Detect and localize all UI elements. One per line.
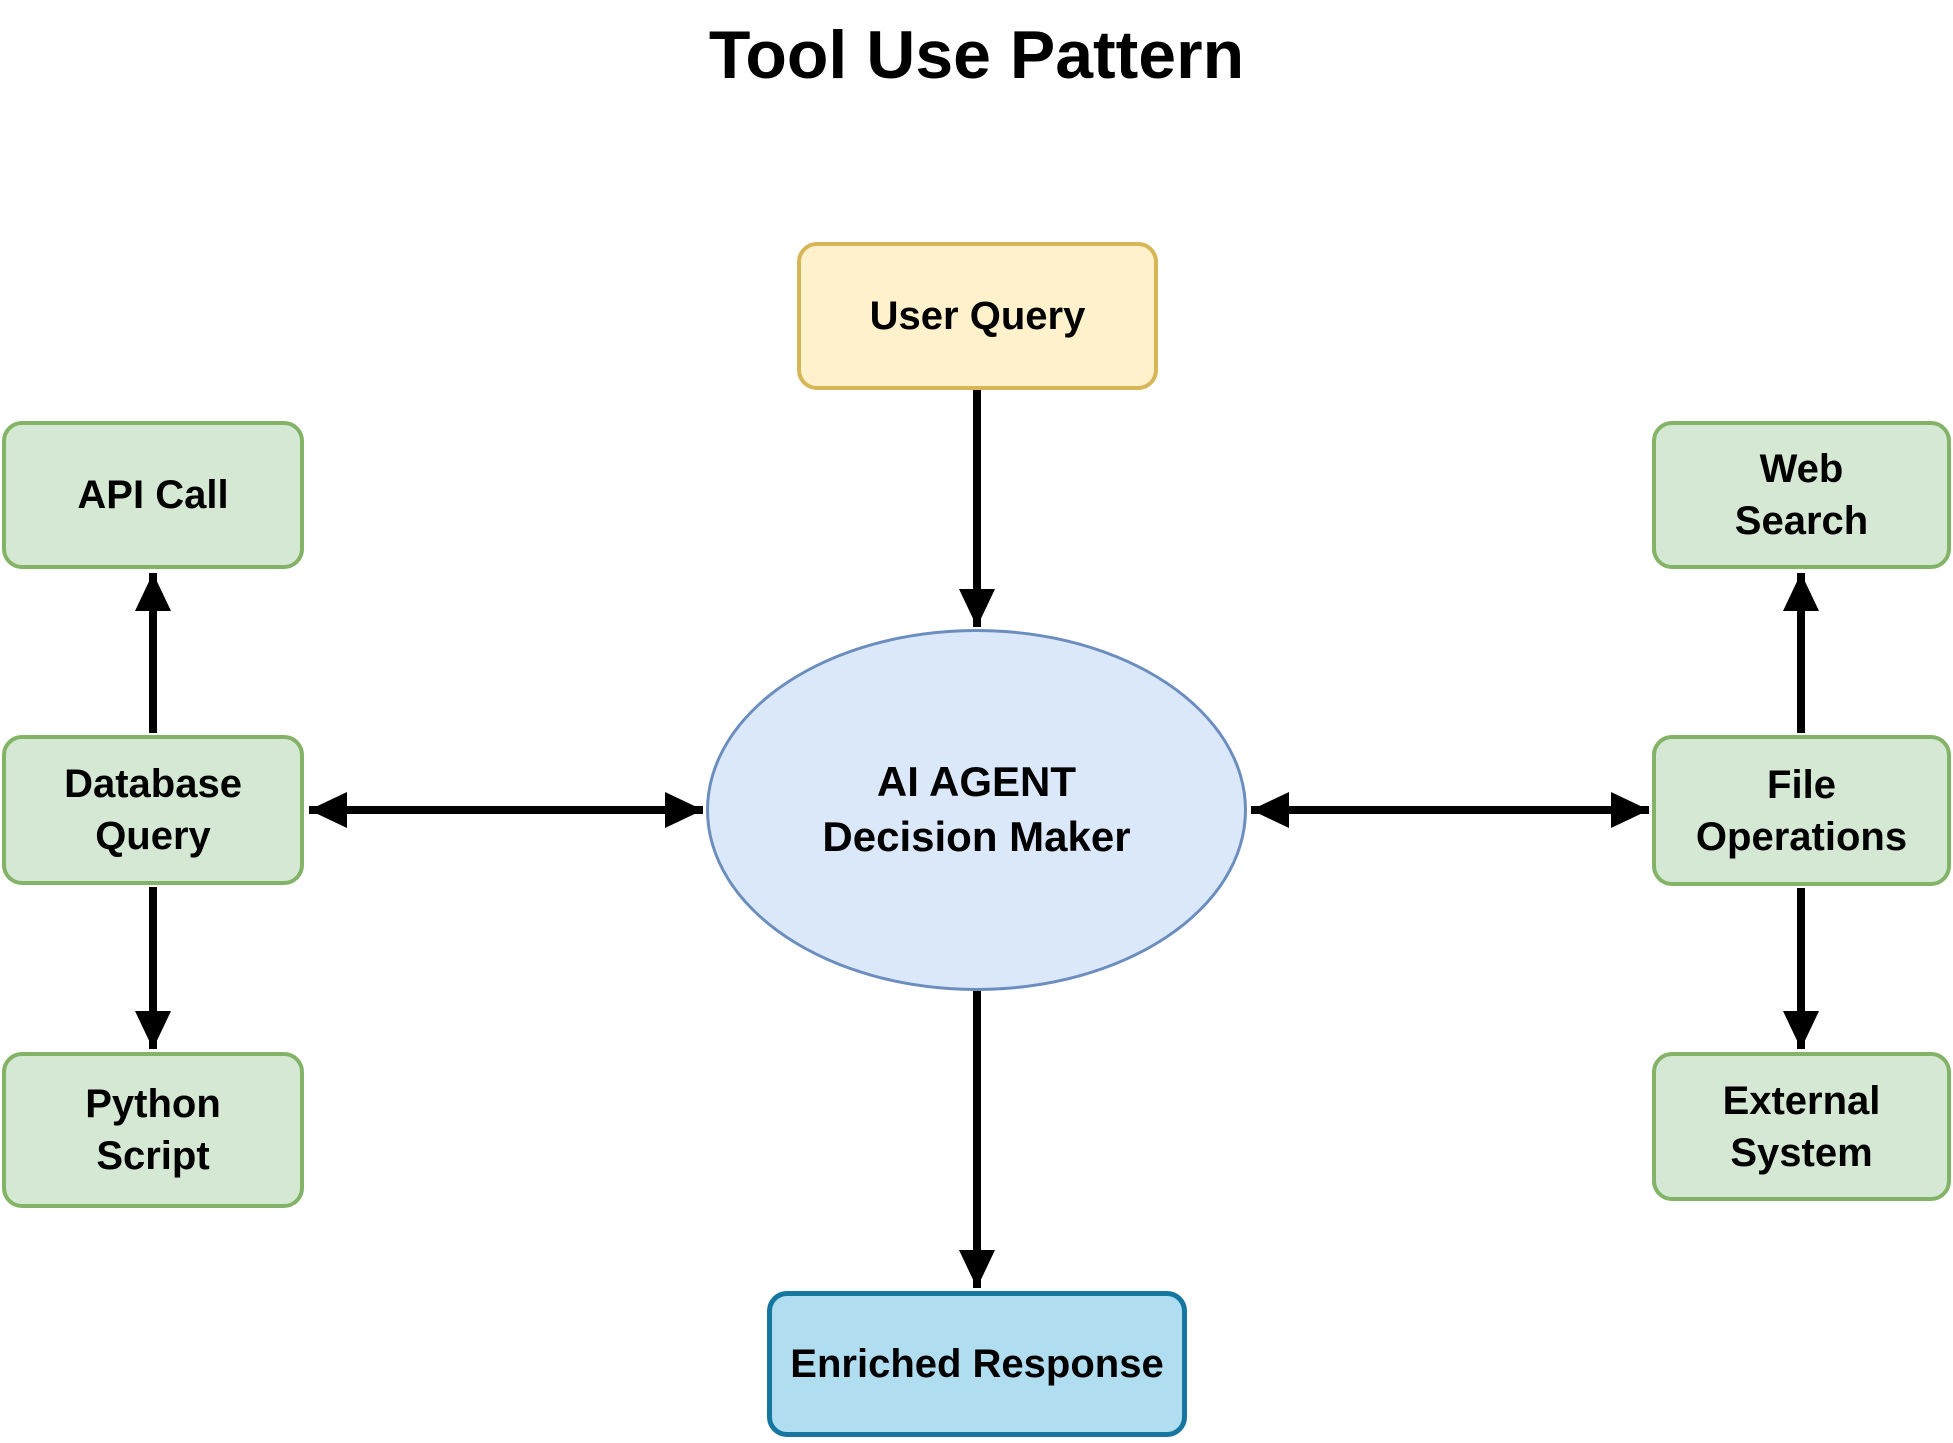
node-user-query-label: User Query: [869, 294, 1086, 338]
node-external-system: External System: [1652, 1052, 1951, 1201]
node-ai-agent-decision-maker: AI AGENT Decision Maker: [706, 629, 1247, 991]
node-external-system-label: External System: [1722, 1078, 1881, 1175]
node-file-operations-label: File Operations: [1695, 762, 1908, 859]
node-database-query: Database Query: [2, 735, 304, 885]
node-user-query: User Query: [797, 242, 1158, 390]
node-file-operations: File Operations: [1652, 735, 1951, 886]
node-api-call-label: API Call: [77, 473, 229, 517]
node-web-search-label: Web Search: [1734, 447, 1869, 543]
node-enriched-response: Enriched Response: [767, 1291, 1187, 1437]
diagram-title: Tool Use Pattern: [708, 17, 1245, 93]
node-database-query-label: Database Query: [64, 762, 242, 858]
node-web-search: Web Search: [1652, 421, 1951, 569]
node-api-call: API Call: [2, 421, 304, 569]
node-ai-agent-label: AI AGENT Decision Maker: [822, 758, 1131, 860]
node-python-script: Python Script: [2, 1052, 304, 1208]
node-python-script-label: Python Script: [85, 1082, 221, 1178]
node-enriched-response-label: Enriched Response: [790, 1342, 1164, 1386]
